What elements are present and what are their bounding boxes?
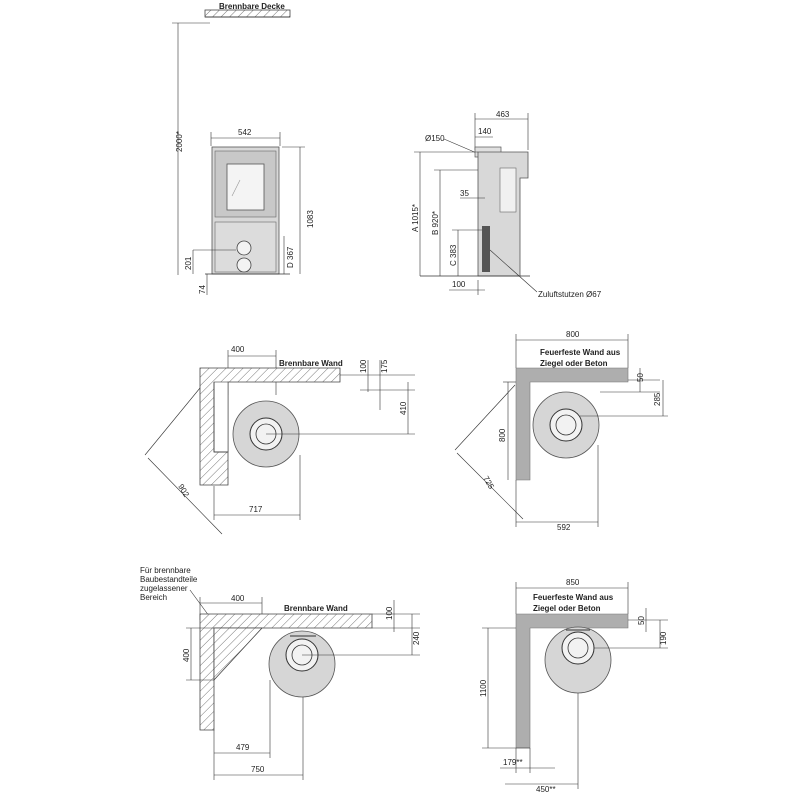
plan-4: 850 Feuerfeste Wand aus Ziegel oder Beto… (479, 578, 668, 794)
dim-a: A 1015* (411, 204, 420, 232)
air-inlet-icon (236, 257, 252, 273)
permitted-zone (213, 627, 263, 682)
dim-140: 140 (478, 127, 492, 136)
flue-outlet-icon (236, 240, 252, 256)
dim-410: 410 (399, 401, 408, 415)
ceiling-hatch (204, 9, 291, 18)
stove-window (226, 163, 265, 211)
dim-717: 717 (249, 505, 263, 514)
dim-450: 450** (536, 785, 556, 794)
wall-label-2: Ziegel oder Beton (540, 359, 608, 368)
note-line-4: Bereich (140, 593, 167, 602)
note-line-2: Baubestandteile (140, 575, 198, 584)
wall-label-2: Ziegel oder Beton (533, 604, 601, 613)
dim-d: D 367 (286, 246, 295, 268)
dim-179: 179** (503, 758, 523, 767)
dim-width: 542 (238, 128, 252, 137)
dim-400: 400 (231, 345, 245, 354)
dim-800-vertical: 800 (498, 428, 507, 442)
dim-b: B 920* (431, 211, 440, 235)
note-line-1: Für brennbare (140, 566, 191, 575)
wall-label: Brennbare Wand (279, 359, 343, 368)
dim-750: 750 (251, 765, 265, 774)
front-view: Brennbare Decke 2000* 542 1083 D 367 201… (172, 2, 315, 295)
dim-35: 35 (460, 189, 469, 198)
dim-74: 74 (198, 285, 207, 294)
dim-240: 240 (412, 631, 421, 645)
dim-190: 190 (659, 631, 668, 645)
dim-100: 100 (452, 280, 466, 289)
dim-400-vertical: 400 (182, 648, 191, 662)
note-line-3: zugelassener (140, 584, 188, 593)
dim-50: 50 (637, 616, 646, 625)
dim-175: 175 (380, 359, 389, 373)
dim-479: 479 (236, 743, 250, 752)
dim-902: 902 (176, 483, 191, 500)
ceiling-label: Brennbare Decke (219, 2, 285, 11)
wall-label-1: Feuerfeste Wand aus (533, 593, 614, 602)
dim-725: 725 (481, 475, 496, 492)
dim-1100: 1100 (479, 679, 488, 697)
inlet-label: Zuluftstutzen Ø67 (538, 290, 602, 299)
dim-50: 50 (636, 373, 645, 382)
dim-100: 100 (385, 606, 394, 620)
dim-100: 100 (359, 359, 368, 373)
dim-800: 800 (566, 330, 580, 339)
dim-285: 285 (653, 392, 662, 406)
dim-height: 1083 (306, 210, 315, 228)
plan-1: 400 Brennbare Wand 100 175 410 902 717 (144, 345, 415, 535)
dim-ceiling-height: 2000* (175, 131, 184, 152)
dim-850: 850 (566, 578, 580, 587)
plan-3: Für brennbare Baubestandteile zugelassen… (140, 566, 421, 780)
wall-label: Brennbare Wand (284, 604, 348, 613)
flue-label: Ø150 (425, 134, 445, 143)
dim-201: 201 (184, 256, 193, 270)
plan-2: 800 Feuerfeste Wand aus Ziegel oder Beto… (454, 330, 668, 532)
side-view: 463 140 Ø150 A 1015* B 920* C 383 35 100… (411, 110, 602, 299)
dim-c: C 383 (449, 244, 458, 266)
dim-depth: 463 (496, 110, 510, 119)
dim-592: 592 (557, 523, 571, 532)
air-inlet-duct (482, 226, 490, 272)
wall-label-1: Feuerfeste Wand aus (540, 348, 621, 357)
dim-400: 400 (231, 594, 245, 603)
